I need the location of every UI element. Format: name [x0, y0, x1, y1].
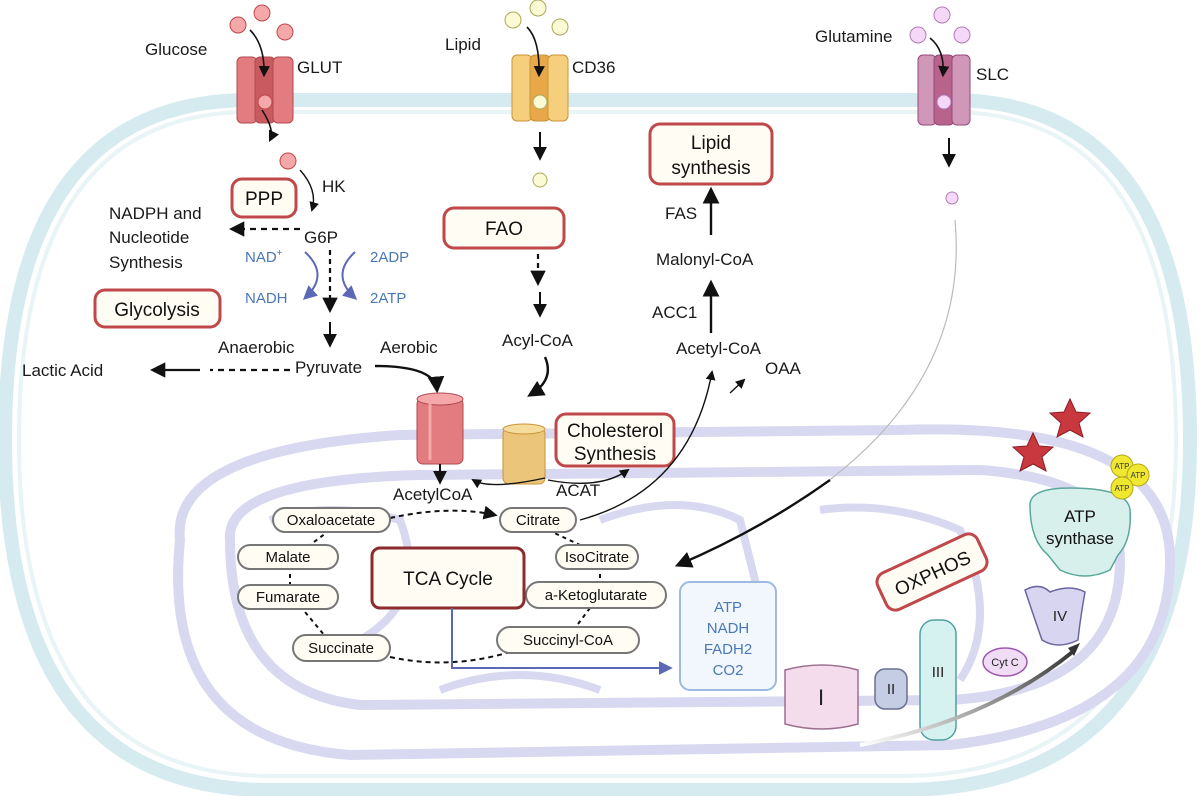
fao-box — [442, 206, 566, 250]
star-icon-2 — [1011, 431, 1055, 473]
acat-label: ACAT — [556, 481, 600, 500]
nadph-label-1: NADPH and — [109, 204, 202, 223]
svg-text:ATP: ATP — [1115, 462, 1130, 471]
glycolysis-label: Glycolysis — [114, 300, 200, 321]
aerobic-label: Aerobic — [380, 338, 438, 357]
glutamine-label: Glutamine — [815, 27, 892, 46]
star-icon-1 — [1048, 397, 1092, 439]
oxphos-box: OXPHOS — [875, 532, 989, 612]
products-box — [679, 581, 777, 691]
lipid-label: Lipid — [445, 35, 481, 54]
product-item: CO2 — [713, 662, 744, 679]
mito-carrier-yellow — [502, 423, 546, 485]
atp-synthase: ATP synthase — [1029, 487, 1131, 577]
ppp-label: PPP — [245, 189, 283, 210]
lactic-acid-label: Lactic Acid — [22, 361, 103, 380]
tca-node-succinyl-coa: Succinyl-CoA — [496, 626, 640, 654]
acetyl-coa-label: Acetyl-CoA — [676, 339, 762, 358]
acetylcoa-label: AcetylCoA — [393, 485, 473, 504]
cd36-transporter — [511, 54, 569, 122]
slc-transporter — [917, 54, 971, 126]
svg-text:Cyt C: Cyt C — [991, 657, 1019, 669]
ppp-box — [230, 177, 298, 219]
hk-label: HK — [322, 177, 346, 196]
svg-text:IsoCitrate: IsoCitrate — [565, 549, 629, 566]
svg-text:Malate: Malate — [265, 549, 310, 566]
tca-node-isocitrate: IsoCitrate — [555, 544, 639, 570]
slc-label: SLC — [976, 65, 1009, 84]
nadh-label: NADH — [245, 290, 288, 307]
cholesterol-label-1: Cholesterol — [567, 421, 663, 442]
svg-text:I: I — [818, 685, 824, 710]
svg-text:IV: IV — [1053, 608, 1067, 625]
product-item: NADH — [707, 620, 750, 637]
complex-iii: III — [919, 619, 957, 741]
anaerobic-label: Anaerobic — [218, 338, 295, 357]
complex-iv: IV — [1024, 585, 1086, 646]
glycolysis-box — [93, 288, 222, 329]
svg-text:Oxaloacetate: Oxaloacetate — [287, 512, 375, 529]
svg-text:Citrate: Citrate — [516, 512, 560, 529]
fao-label: FAO — [485, 219, 523, 240]
oaa-label: OAA — [765, 359, 802, 378]
product-item: FADH2 — [704, 641, 752, 658]
glucose-molecules — [229, 4, 294, 41]
complex-i: I — [784, 664, 859, 730]
tca-cycle-box — [370, 546, 526, 610]
glut-transporter — [236, 56, 294, 124]
svg-text:Succinyl-CoA: Succinyl-CoA — [523, 632, 613, 649]
svg-text:a-Ketoglutarate: a-Ketoglutarate — [545, 587, 648, 604]
malonyl-coa-label: Malonyl-CoA — [656, 250, 754, 269]
cell-membrane — [0, 93, 1198, 796]
tca-node-oxaloacetate: Oxaloacetate — [272, 507, 391, 533]
svg-text:synthase: synthase — [1046, 529, 1114, 548]
complex-ii: II — [874, 668, 908, 710]
svg-text:ATP: ATP — [1115, 484, 1130, 493]
lipid-synthesis-label-2: synthesis — [671, 158, 750, 179]
svg-text:Fumarate: Fumarate — [256, 589, 320, 606]
adp-label: 2ADP — [370, 249, 409, 266]
mito-carrier-red — [416, 392, 464, 465]
tca-node-aketoglutarate: a-Ketoglutarate — [525, 581, 667, 609]
cyt-c: Cyt C — [982, 647, 1028, 677]
acc1-label: ACC1 — [652, 303, 697, 322]
nad-label: NAD+ — [245, 248, 283, 266]
tca-cycle-label: TCA Cycle — [403, 569, 493, 590]
pyruvate-label: Pyruvate — [295, 358, 362, 377]
glut-label: GLUT — [297, 58, 342, 77]
tca-node-succinate: Succinate — [292, 634, 391, 662]
svg-text:ATP: ATP — [1131, 471, 1146, 480]
glucose-label: Glucose — [145, 40, 207, 59]
atp-label: 2ATP — [370, 290, 406, 307]
acyl-coa-label: Acyl-CoA — [502, 331, 574, 350]
svg-text:III: III — [932, 664, 945, 681]
lipid-molecules — [504, 0, 569, 36]
lipid-synthesis-box — [648, 122, 774, 186]
tca-node-malate: Malate — [237, 544, 339, 570]
lipid-synthesis-label-1: Lipid — [691, 133, 731, 154]
tca-node-fumarate: Fumarate — [237, 584, 339, 610]
cholesterol-box — [554, 412, 676, 468]
product-item: ATP — [714, 599, 742, 616]
g6p-label: G6P — [304, 228, 338, 247]
nadph-label-3: Synthesis — [109, 253, 183, 272]
atp-molecules: ATP ATP ATP — [1110, 454, 1150, 500]
glutamine-molecules — [909, 6, 971, 44]
nadph-label-2: Nucleotide — [109, 228, 189, 247]
cholesterol-label-2: Synthesis — [574, 444, 656, 465]
cd36-label: CD36 — [572, 58, 615, 77]
svg-text:II: II — [887, 681, 895, 698]
fas-label: FAS — [665, 204, 697, 223]
tca-node-citrate: Citrate — [499, 507, 577, 533]
svg-text:Succinate: Succinate — [308, 640, 374, 657]
svg-text:ATP: ATP — [1064, 507, 1096, 526]
